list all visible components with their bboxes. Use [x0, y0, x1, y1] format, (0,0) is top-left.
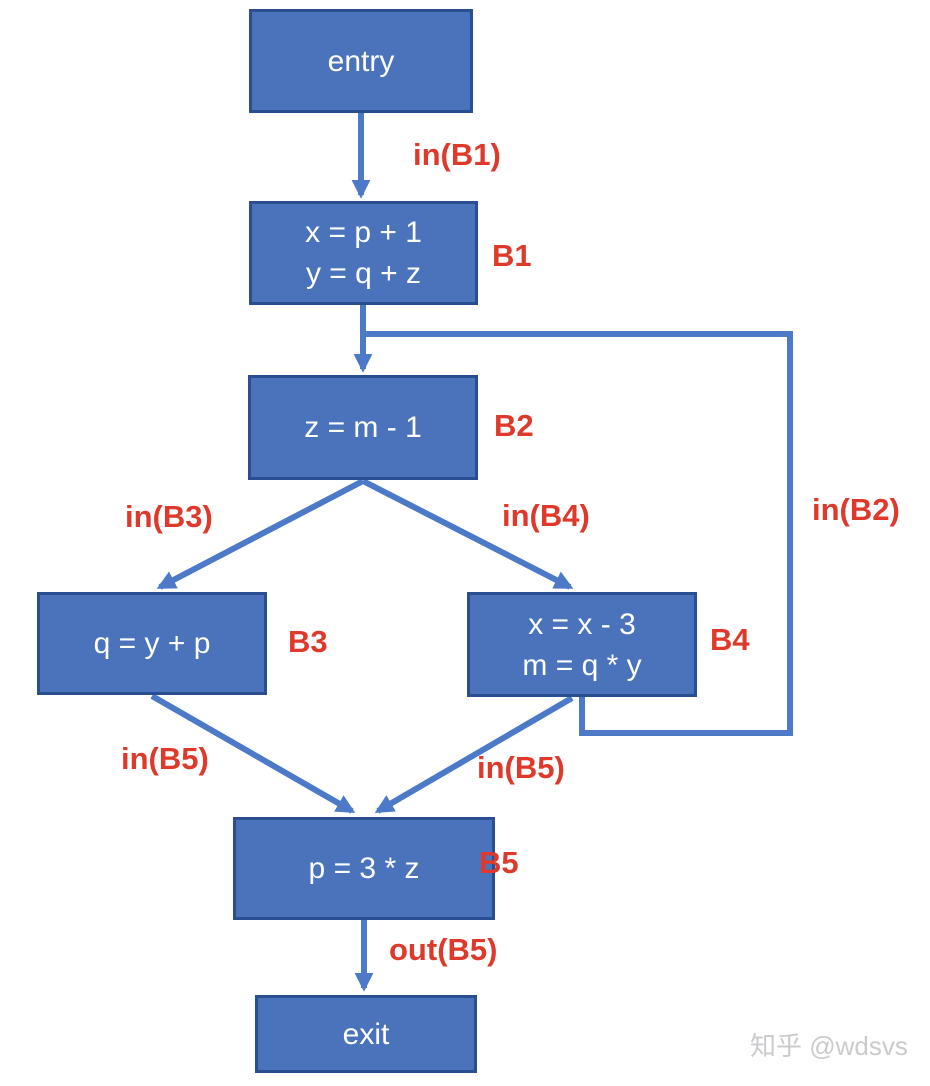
node-label-b4: B4 [710, 622, 750, 657]
node-b4-line2: m = q * y [522, 648, 642, 682]
edge-b3-b5 [150, 693, 356, 814]
edge-label-in-b4: in(B4) [502, 498, 590, 533]
edge-label-in-b1: in(B1) [413, 137, 501, 172]
node-label-b1: B1 [492, 238, 532, 273]
watermark: 知乎 @wdsvs [750, 1031, 908, 1061]
edge-b2-b3 [156, 478, 365, 590]
node-entry: entry [249, 9, 473, 113]
node-b5-text: p = 3 * z [308, 852, 420, 885]
edge-label-in-b3: in(B3) [125, 499, 213, 534]
node-b4: x = x - 3 m = q * y [467, 592, 697, 697]
node-b1: x = p + 1 y = q + z [249, 201, 478, 305]
edge-b4-b5 [374, 695, 574, 814]
node-b3: q = y + p [37, 592, 267, 695]
node-b4-line1: x = x - 3 [528, 607, 636, 641]
node-exit-text: exit [342, 1017, 390, 1051]
node-b1-line1: x = p + 1 [305, 216, 422, 249]
node-label-b3: B3 [288, 624, 328, 659]
edge-label-out-b5: out(B5) [389, 932, 498, 967]
node-b2: z = m - 1 [248, 375, 478, 480]
node-entry-text: entry [327, 44, 395, 78]
node-label-b5: B5 [479, 845, 519, 880]
edge-label-in-b5-left: in(B5) [121, 741, 209, 776]
node-exit: exit [255, 995, 477, 1073]
node-b3-text: q = y + p [93, 627, 211, 660]
edge-b2-b4 [361, 478, 574, 590]
node-b2-text: z = m - 1 [304, 411, 422, 444]
node-label-b2: B2 [494, 408, 534, 443]
node-b5: p = 3 * z [233, 817, 495, 920]
node-b1-line2: y = q + z [305, 257, 422, 290]
edge-b4-b2-backedge [366, 331, 793, 736]
edge-label-in-b2: in(B2) [812, 492, 900, 527]
edge-label-in-b5-right: in(B5) [477, 750, 565, 785]
